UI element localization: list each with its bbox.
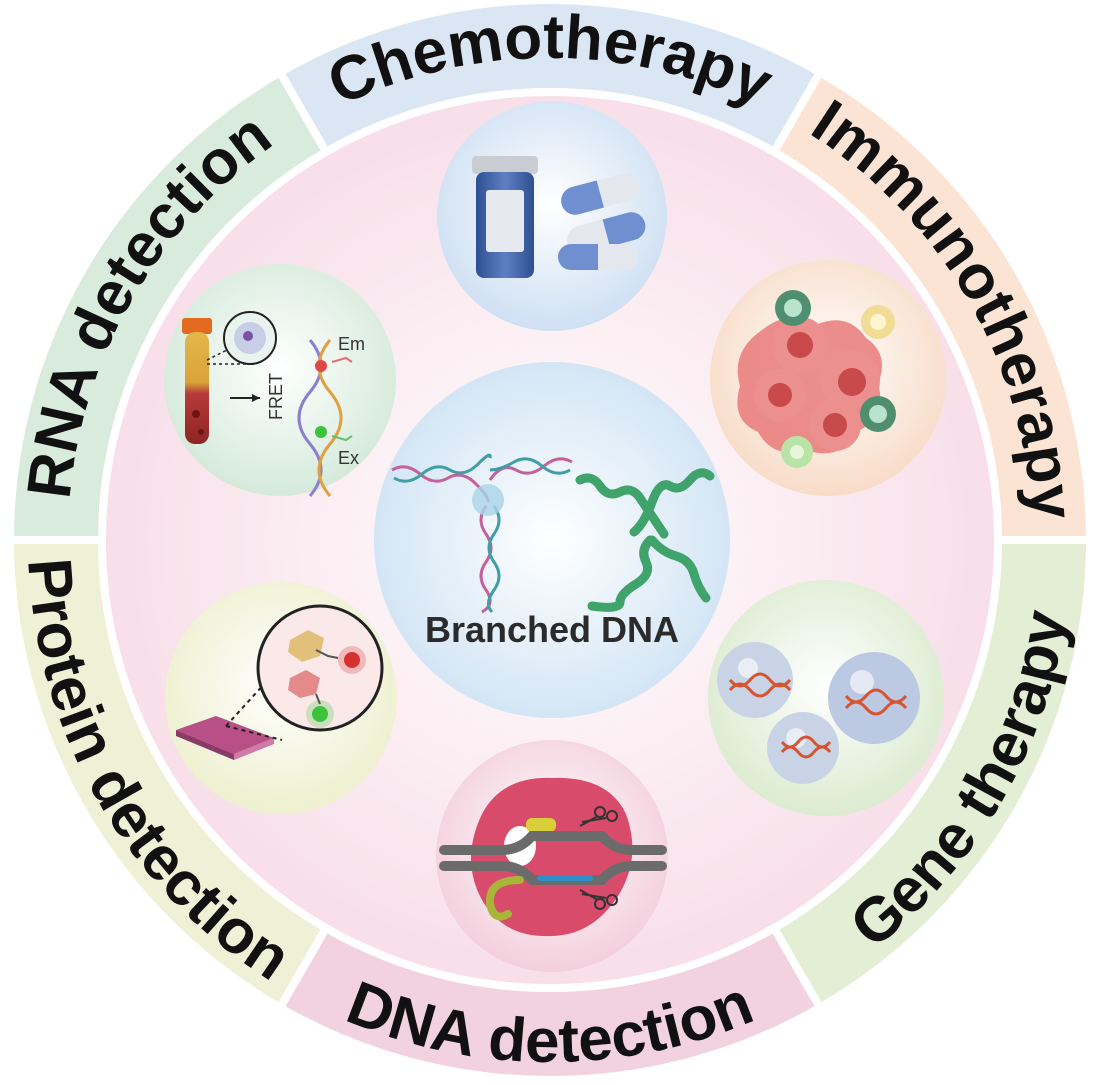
t-cell-icon (775, 290, 896, 468)
protein-detection-bubble (165, 582, 397, 814)
chemotherapy-bubble (437, 101, 667, 331)
em-label: Em (338, 334, 365, 354)
well-plate-icon (176, 716, 274, 760)
capsule-icon (561, 173, 640, 215)
capsule-icon (567, 212, 646, 254)
blood-tube-icon (182, 318, 212, 444)
ex-label: Ex (338, 448, 359, 468)
center-label: Branched DNA (425, 609, 679, 650)
y-shaped-dna-icon (391, 453, 573, 614)
zoom-circle-icon (206, 311, 277, 365)
scissors-icon (579, 806, 618, 910)
rna-detection-bubble: FRET Em Ex (164, 264, 396, 497)
immunotherapy-bubble (710, 260, 946, 496)
x-shaped-dna-icon (575, 468, 715, 612)
fret-label: FRET (266, 373, 286, 420)
dna-strand-icon (439, 831, 667, 921)
magnifier-icon (256, 604, 384, 732)
arrowhead-icon (252, 394, 260, 402)
cancer-cell-icon (737, 317, 882, 454)
gene-therapy-bubble (708, 580, 944, 816)
dna-detection-bubble (436, 740, 668, 972)
dna-helix-icon (297, 339, 353, 497)
nanoparticle-icon (717, 642, 920, 784)
pill-bottle-icon (472, 156, 538, 278)
dna-helix-icon (728, 672, 908, 759)
zoom-line (225, 681, 283, 741)
center-bubble: Branched DNA (374, 362, 730, 718)
capsule-icon (558, 244, 638, 270)
